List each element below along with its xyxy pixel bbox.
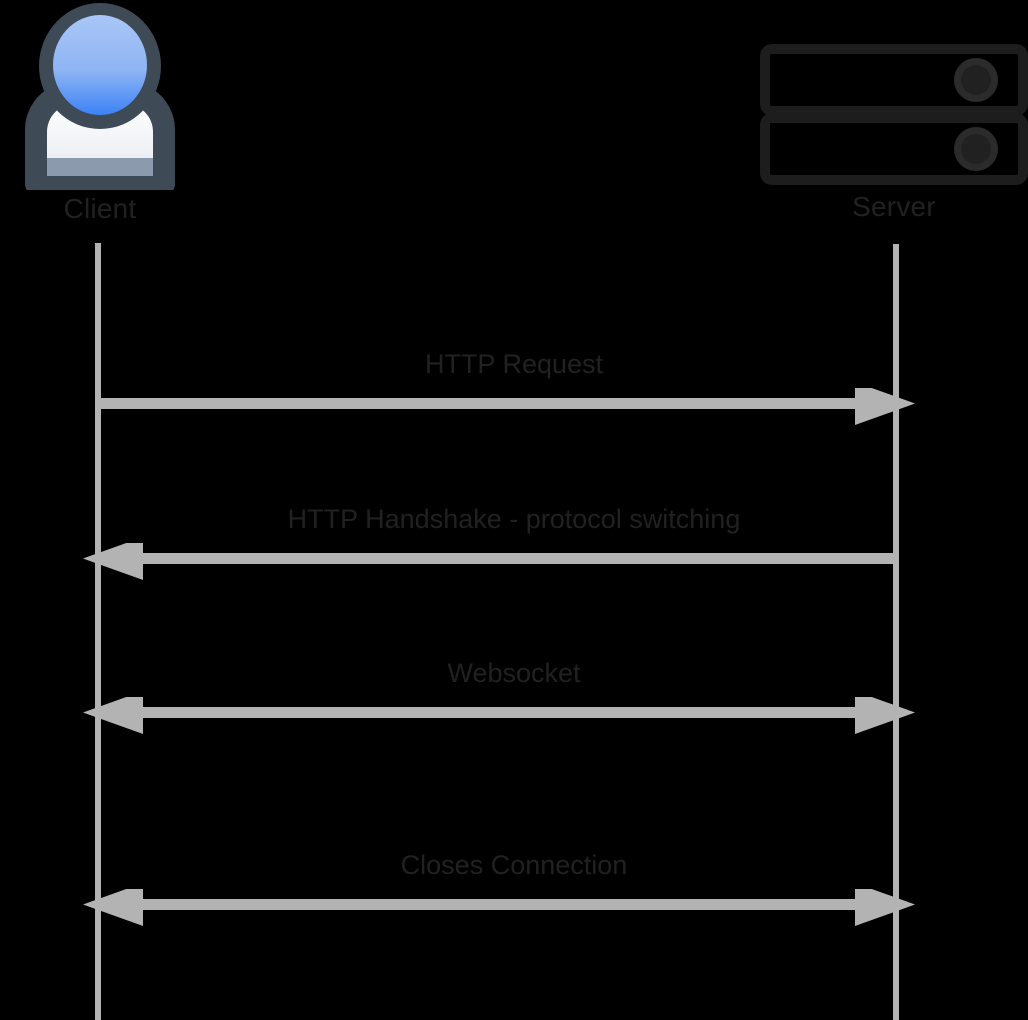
arrow-right	[98, 388, 915, 425]
lifeline-client	[95, 243, 101, 1020]
arrow-left	[83, 543, 896, 580]
message-label: Closes Connection	[400, 850, 628, 880]
actor-client[interactable]: Client	[14, 0, 186, 232]
actor-server[interactable]: Server	[760, 44, 1028, 224]
message-label: HTTP Request	[424, 349, 604, 379]
message-label: Websocket	[447, 658, 581, 688]
arrow-bidirectional	[83, 889, 915, 926]
lifeline-server	[893, 244, 899, 1020]
actor-label-server: Server	[852, 191, 936, 222]
actor-label-client: Client	[63, 193, 137, 224]
user-person-icon	[25, 3, 175, 190]
server-rack-icon	[760, 44, 1028, 185]
message-label: HTTP Handshake - protocol switching	[287, 504, 741, 534]
arrow-bidirectional	[83, 697, 915, 734]
